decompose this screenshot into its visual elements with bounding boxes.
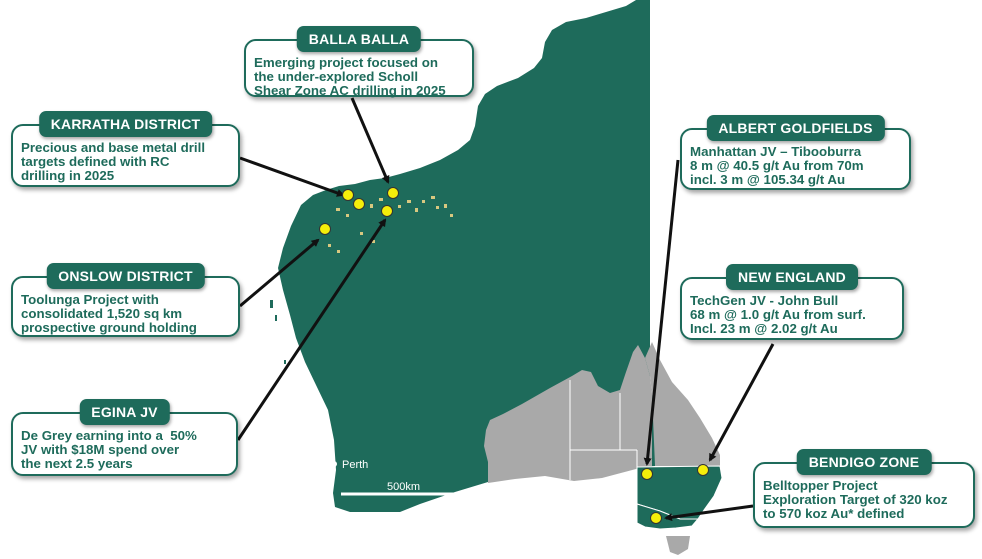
callout-egina: EGINA JV De Grey earning into a 50% JV w…	[11, 399, 238, 476]
arrow-karratha	[239, 156, 345, 197]
tenement-specks	[328, 196, 453, 253]
callout-title: BENDIGO ZONE	[796, 449, 932, 475]
arrow-balla-balla	[350, 97, 390, 184]
callout-balla-balla: BALLA BALLA Emerging project focused on …	[244, 26, 474, 98]
arrow-onslow	[239, 238, 320, 308]
state-borders	[569, 380, 638, 480]
project-markers	[319, 187, 709, 524]
callout-title: ONSLOW DISTRICT	[46, 263, 205, 289]
marker-albert-goldfields	[641, 468, 653, 480]
marker-karratha-west	[342, 189, 354, 201]
callout-title: NEW ENGLAND	[726, 264, 858, 290]
arrow-bendigo	[664, 504, 754, 522]
callout-title: ALBERT GOLDFIELDS	[706, 115, 885, 141]
marker-bendigo	[650, 512, 662, 524]
perth-marker	[331, 461, 337, 467]
callout-text: Toolunga Project with consolidated 1,520…	[21, 292, 197, 335]
marker-new-england	[697, 464, 709, 476]
marker-balla-balla	[387, 187, 399, 199]
callout-new-england: NEW ENGLAND TechGen JV - John Bull 68 m …	[680, 264, 904, 340]
marker-egina	[381, 205, 393, 217]
callout-text: Belltopper Project Exploration Target of…	[763, 478, 948, 521]
arrow-new-england	[708, 343, 775, 462]
callout-text: Emerging project focused on the under-ex…	[254, 55, 446, 98]
coastal-islands	[270, 300, 286, 364]
callout-text: TechGen JV - John Bull 68 m @ 1.0 g/t Au…	[690, 293, 866, 336]
callout-text: De Grey earning into a 50% JV with $18M …	[21, 428, 197, 471]
callout-title: BALLA BALLA	[296, 26, 422, 52]
perth-label: Perth	[342, 459, 369, 471]
callout-text: Precious and base metal drill targets de…	[21, 140, 206, 183]
callout-karratha: KARRATHA DISTRICT Precious and base meta…	[11, 111, 240, 187]
marker-onslow	[319, 223, 331, 235]
callout-title: EGINA JV	[79, 399, 170, 425]
callout-text: Manhattan JV – Tibooburra 8 m @ 40.5 g/t…	[690, 144, 864, 187]
arrow-egina	[236, 218, 387, 441]
leader-arrows	[236, 97, 775, 522]
arrow-albert	[643, 159, 680, 466]
tasmania	[666, 536, 690, 555]
queensland-landmass	[645, 342, 720, 466]
callout-bendigo: BENDIGO ZONE Belltopper Project Explorat…	[753, 449, 975, 528]
marker-karratha-east	[353, 198, 365, 210]
eastern-australia-landmass	[484, 345, 652, 483]
callout-onslow: ONSLOW DISTRICT Toolunga Project with co…	[11, 263, 240, 337]
callout-albert-goldfields: ALBERT GOLDFIELDS Manhattan JV – Tiboobu…	[680, 115, 911, 190]
callout-title: KARRATHA DISTRICT	[38, 111, 213, 137]
scale-label: 500km	[387, 481, 421, 493]
